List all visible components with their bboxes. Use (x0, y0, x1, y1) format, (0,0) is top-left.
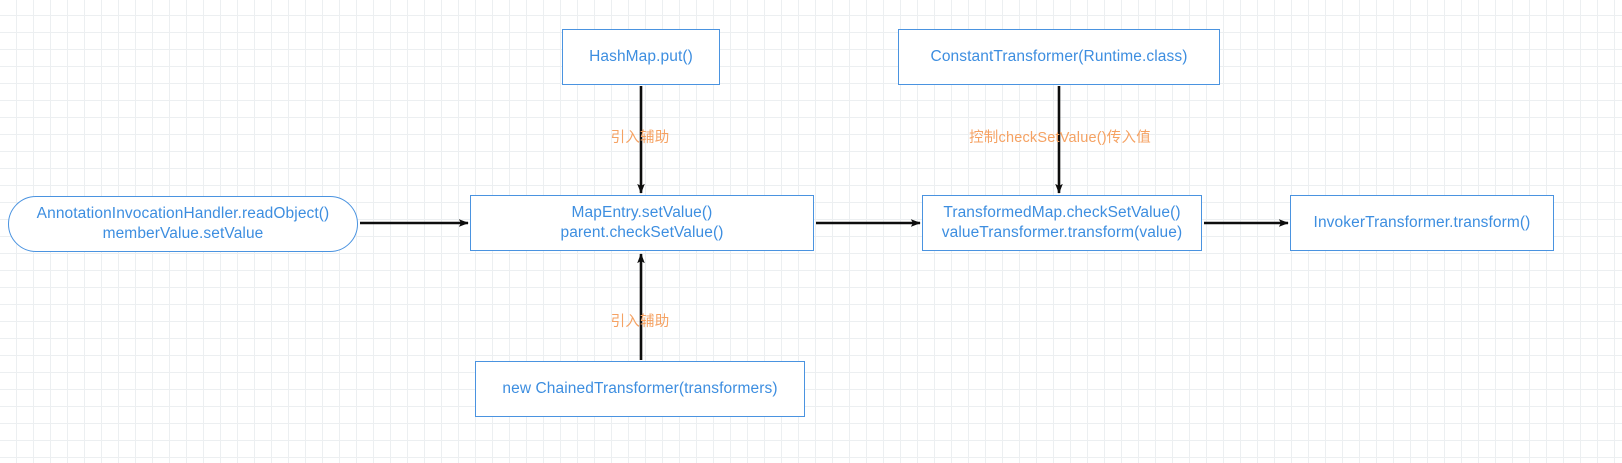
edge-label-constant-to-transformedmap: 控制checkSetValue()传入值 (969, 130, 1151, 146)
node-annotation-invocation-handler[interactable]: AnnotationInvocationHandler.readObject()… (8, 196, 358, 252)
node-map-entry-setvalue[interactable]: MapEntry.setValue() parent.checkSetValue… (470, 195, 814, 251)
node-transformed-map-checksetvalue[interactable]: TransformedMap.checkSetValue() valueTran… (922, 195, 1202, 251)
node-constant-transformer[interactable]: ConstantTransformer(Runtime.class) (898, 29, 1220, 85)
node-hashmap-put[interactable]: HashMap.put() (562, 29, 720, 85)
edge-label-chained-to-mapentry: 引入辅助 (610, 314, 670, 330)
node-new-chained-transformer[interactable]: new ChainedTransformer(transformers) (475, 361, 805, 417)
edge-label-hashmap-to-mapentry: 引入辅助 (610, 130, 670, 146)
node-invoker-transformer[interactable]: InvokerTransformer.transform() (1290, 195, 1554, 251)
